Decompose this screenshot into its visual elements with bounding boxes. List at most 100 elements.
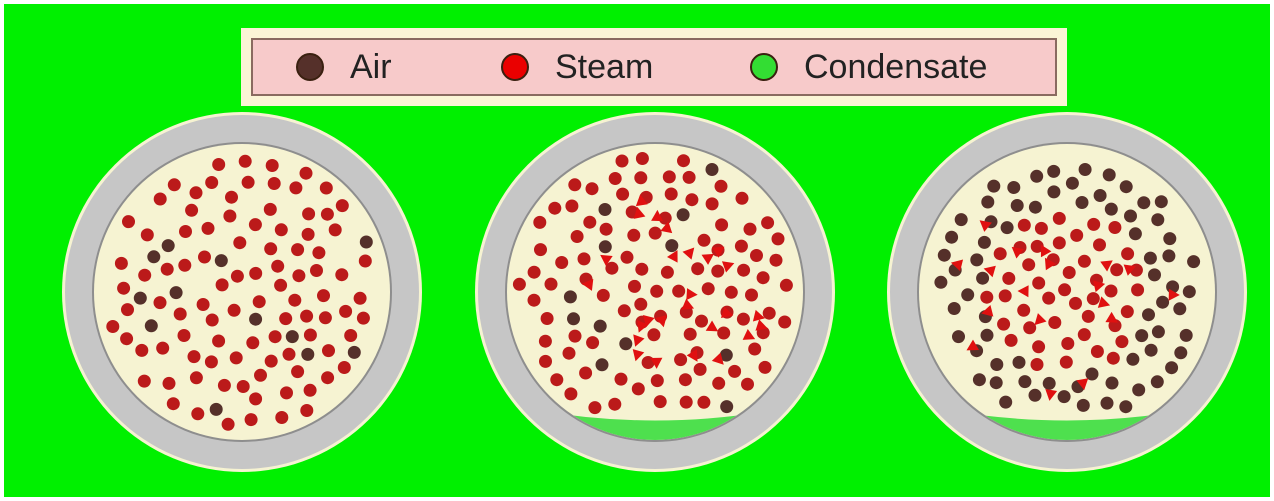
steam-particle	[292, 269, 305, 282]
steam-particle	[642, 356, 655, 369]
steam-particle	[246, 336, 259, 349]
steam-particle	[750, 249, 763, 262]
steam-particle	[635, 263, 648, 276]
air-particle	[1066, 177, 1079, 190]
steam-particle	[583, 216, 596, 229]
condensate-swatch-icon	[750, 53, 778, 81]
steam-particle	[616, 188, 629, 201]
steam-particle	[533, 216, 546, 229]
steam-particle	[711, 265, 724, 278]
steam-particle	[302, 228, 315, 241]
air-particle	[1011, 199, 1024, 212]
steam-particle	[649, 227, 662, 240]
air-particle	[1018, 375, 1031, 388]
steam-particle	[588, 401, 601, 414]
air-particle	[1129, 227, 1142, 240]
steam-particle	[997, 318, 1010, 331]
air-particle	[981, 196, 994, 209]
steam-particle	[757, 271, 770, 284]
steam-particle	[712, 377, 725, 390]
steam-particle	[188, 350, 201, 363]
steam-particle	[156, 342, 169, 355]
steam-particle	[167, 397, 180, 410]
steam-particle	[120, 332, 133, 345]
steam-particle	[534, 243, 547, 256]
steam-particle	[304, 384, 317, 397]
steam-particle	[744, 223, 757, 236]
air-particle	[1126, 353, 1139, 366]
steam-particle	[763, 307, 776, 320]
air-particle	[1151, 213, 1164, 226]
steam-particle	[608, 398, 621, 411]
air-particle	[981, 329, 994, 342]
air-particle	[1007, 181, 1020, 194]
steam-particle	[344, 329, 357, 342]
steam-particle	[994, 247, 1007, 260]
air-particle	[619, 337, 632, 350]
air-particle	[945, 231, 958, 244]
steam-particle	[1048, 316, 1061, 329]
steam-particle	[735, 240, 748, 253]
steam-particle	[1063, 266, 1076, 279]
steam-particle	[715, 218, 728, 231]
air-particle	[1124, 210, 1137, 223]
legend-label-air: Air	[350, 48, 392, 87]
air-particle	[973, 373, 986, 386]
air-particle	[594, 320, 607, 333]
steam-particle	[300, 404, 313, 417]
steam-particle	[249, 392, 262, 405]
air-particle	[999, 396, 1012, 409]
steam-particle	[223, 210, 236, 223]
steam-particle	[615, 373, 628, 386]
steam-particle	[571, 230, 584, 243]
air-particle	[990, 358, 1003, 371]
air-particle	[360, 236, 373, 249]
steam-particle	[563, 347, 576, 360]
steam-particle	[780, 279, 793, 292]
steam-particle	[205, 355, 218, 368]
steam-particle	[249, 267, 262, 280]
steam-swatch-icon	[501, 53, 529, 81]
steam-particle	[597, 289, 610, 302]
steam-particle	[122, 215, 135, 228]
legend-item-condensate: Condensate	[750, 40, 987, 94]
steam-particle	[1042, 292, 1055, 305]
steam-particle	[748, 343, 761, 356]
steam-particle	[335, 268, 348, 281]
air-particle	[1165, 361, 1178, 374]
steam-particle	[206, 314, 219, 327]
steam-particle	[178, 259, 191, 272]
steam-particle	[1078, 328, 1091, 341]
steam-particle	[1121, 305, 1134, 318]
legend-label-condensate: Condensate	[804, 48, 987, 87]
steam-particle	[545, 278, 558, 291]
steam-particle	[202, 222, 215, 235]
air-particle	[1103, 168, 1116, 181]
steam-particle	[677, 154, 690, 167]
steam-particle	[621, 251, 634, 264]
air-particle	[1105, 203, 1118, 216]
steam-particle	[174, 308, 187, 321]
steam-particle	[541, 312, 554, 325]
air-particle	[1077, 399, 1090, 412]
steam-particle	[168, 178, 181, 191]
steam-particle	[320, 182, 333, 195]
steam-particle	[264, 242, 277, 255]
air-particle	[1163, 232, 1176, 245]
steam-particle	[627, 229, 640, 242]
steam-particle	[737, 313, 750, 326]
steam-particle	[679, 373, 692, 386]
air-particle	[1132, 383, 1145, 396]
steam-particle	[289, 181, 302, 194]
air-particle	[599, 203, 612, 216]
steam-particle	[190, 186, 203, 199]
steam-particle	[230, 351, 243, 364]
steam-particle	[539, 335, 552, 348]
steam-particle	[1018, 219, 1031, 232]
air-particle	[1013, 356, 1026, 369]
steam-particle	[1078, 255, 1091, 268]
steam-particle	[1032, 277, 1045, 290]
steam-particle	[1115, 335, 1128, 348]
steam-particle	[999, 289, 1012, 302]
steam-particle	[322, 344, 335, 357]
